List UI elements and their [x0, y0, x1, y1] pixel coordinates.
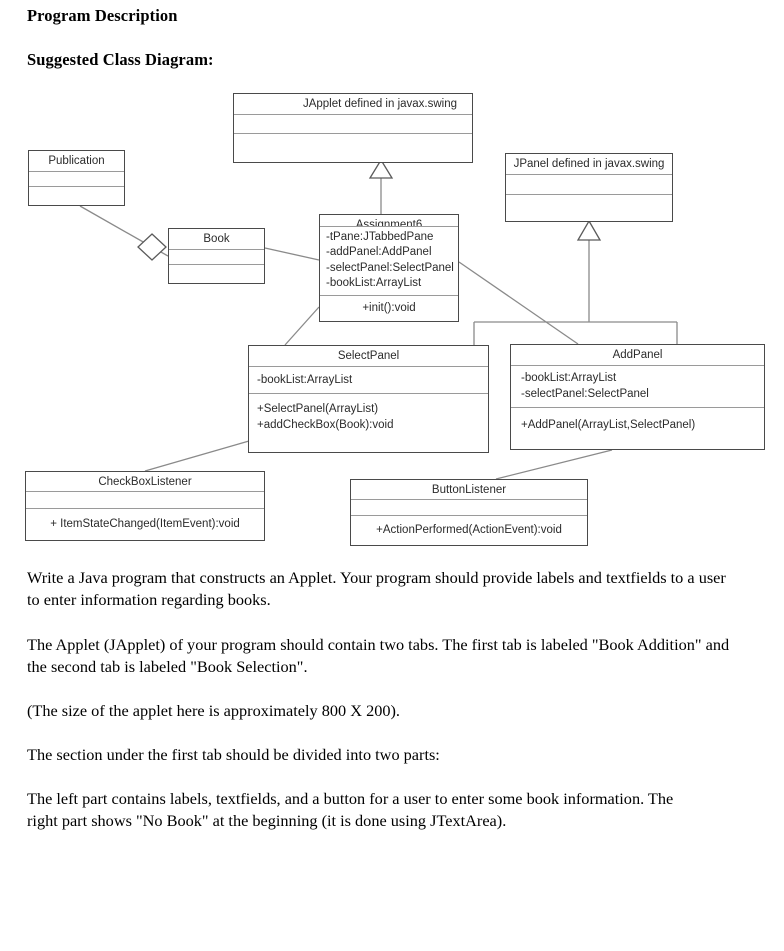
- uml-operations-book: [169, 265, 264, 283]
- uml-operations-checkboxlistener: + ItemStateChanged(ItemEvent):void: [26, 509, 264, 541]
- uml-class-name-assignment6: Assignment6: [320, 215, 458, 227]
- uml-attribute: -selectPanel:SelectPanel: [326, 261, 454, 274]
- uml-class-book[interactable]: Book: [168, 228, 265, 284]
- uml-operation: +SelectPanel(ArrayList): [257, 403, 379, 415]
- uml-attributes-japplet: [234, 115, 472, 135]
- uml-class-jpanel[interactable]: JPanel defined in javax.swing: [505, 153, 673, 222]
- line-selectpanel-to-checkboxlistener: [144, 440, 250, 472]
- uml-class-name-book: Book: [169, 229, 264, 250]
- paragraph-applet-size: (The size of the applet here is approxim…: [27, 701, 400, 720]
- uml-attribute: -selectPanel:SelectPanel: [521, 387, 649, 400]
- uml-operation: + ItemStateChanged(ItemEvent):void: [50, 517, 240, 530]
- paragraph-tabs: The Applet (JApplet) of your program sho…: [27, 635, 730, 676]
- uml-operations-selectpanel: +SelectPanel(ArrayList) +addCheckBox(Boo…: [249, 394, 488, 441]
- paragraph-first-tab-sections: The section under the first tab should b…: [27, 745, 440, 764]
- uml-attributes-assignment6: -tPane:JTabbedPane -addPanel:AddPanel -s…: [320, 227, 458, 296]
- aggregation-diamond-publication-book: [137, 233, 167, 261]
- uml-operations-assignment6: +init():void: [320, 296, 458, 322]
- line-diamond-tail-book: [151, 246, 169, 257]
- uml-class-addpanel[interactable]: AddPanel -bookList:ArrayList -selectPane…: [510, 344, 765, 450]
- uml-class-assignment6[interactable]: Assignment6 -tPane:JTabbedPane -addPanel…: [319, 214, 459, 322]
- uml-class-name-japplet: JApplet defined in javax.swing: [234, 94, 472, 115]
- uml-class-name-jpanel: JPanel defined in javax.swing: [506, 154, 672, 175]
- uml-class-name-publication: Publication: [29, 151, 124, 172]
- uml-attributes-book: [169, 250, 264, 266]
- uml-operations-addpanel: +AddPanel(ArrayList,SelectPanel): [511, 408, 764, 444]
- uml-class-publication[interactable]: Publication: [28, 150, 125, 206]
- uml-operations-japplet: [234, 134, 472, 162]
- uml-operation: +init():void: [362, 301, 416, 314]
- uml-attributes-addpanel: -bookList:ArrayList -selectPanel:SelectP…: [511, 366, 764, 408]
- paragraph-left-right-parts: The left part contains labels, textfield…: [27, 789, 674, 830]
- uml-attributes-checkboxlistener: [26, 492, 264, 509]
- line-publication-to-book: [79, 205, 153, 248]
- page-title: Program Description: [27, 6, 178, 25]
- uml-class-diagram: JApplet defined in javax.swing JPanel de…: [25, 93, 765, 546]
- uml-operation: +ActionPerformed(ActionEvent):void: [376, 523, 562, 536]
- line-book-to-assignment6: [264, 247, 320, 261]
- uml-class-japplet[interactable]: JApplet defined in javax.swing: [233, 93, 473, 163]
- uml-attributes-selectpanel: -bookList:ArrayList: [249, 367, 488, 394]
- uml-operation: +AddPanel(ArrayList,SelectPanel): [521, 419, 696, 431]
- uml-operations-buttonlistener: +ActionPerformed(ActionEvent):void: [351, 516, 587, 546]
- uml-attribute: -bookList:ArrayList: [326, 277, 422, 289]
- uml-attribute: -tPane:JTabbedPane: [326, 230, 434, 243]
- uml-attributes-buttonlistener: [351, 500, 587, 516]
- uml-class-name-addpanel: AddPanel: [511, 345, 764, 366]
- uml-class-name-buttonlistener: ButtonListener: [351, 480, 587, 501]
- uml-attribute: -addPanel:AddPanel: [326, 246, 432, 258]
- uml-attribute: -bookList:ArrayList: [521, 372, 617, 384]
- generalization-triangle-jpanel: [576, 219, 602, 241]
- line-addpanel-to-buttonlistener: [495, 449, 613, 480]
- uml-operations-jpanel: [506, 195, 672, 221]
- section-heading-class-diagram: Suggested Class Diagram:: [27, 50, 214, 69]
- line-assignment6-to-addpanel: [458, 261, 579, 345]
- line-assignment6-to-selectpanel: [284, 306, 320, 346]
- paragraph-program-intro: Write a Java program that constructs an …: [27, 568, 726, 609]
- uml-attributes-jpanel: [506, 175, 672, 196]
- uml-attributes-publication: [29, 172, 124, 188]
- uml-class-name-checkboxlistener: CheckBoxListener: [26, 472, 264, 493]
- uml-class-selectpanel[interactable]: SelectPanel -bookList:ArrayList +SelectP…: [248, 345, 489, 453]
- uml-class-buttonlistener[interactable]: ButtonListener +ActionPerformed(ActionEv…: [350, 479, 588, 546]
- uml-class-name-selectpanel: SelectPanel: [249, 346, 488, 367]
- uml-operation: +addCheckBox(Book):void: [257, 418, 394, 431]
- uml-class-checkboxlistener[interactable]: CheckBoxListener + ItemStateChanged(Item…: [25, 471, 265, 541]
- uml-operations-publication: [29, 187, 124, 205]
- uml-attribute: -bookList:ArrayList: [257, 374, 353, 386]
